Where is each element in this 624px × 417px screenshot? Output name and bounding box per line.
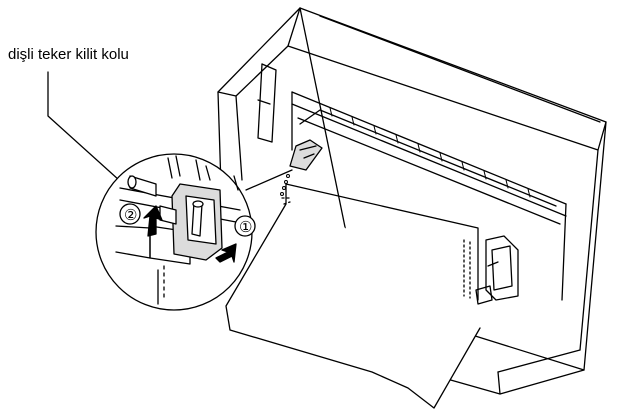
push-arrow-icon — [215, 243, 237, 263]
step-1-label: ① — [239, 219, 252, 236]
callout-label: dişli teker kilit kolu — [8, 46, 129, 63]
detail-content — [115, 155, 241, 305]
paper-sheet — [225, 183, 481, 409]
step-2-marker — [119, 203, 141, 225]
step-2-label: ② — [124, 207, 137, 224]
detail-magnifier — [95, 153, 293, 311]
tractor-pins-left — [280, 174, 290, 196]
right-tractor — [475, 235, 519, 305]
lift-arrow-icon — [143, 205, 163, 237]
platen-area — [257, 63, 567, 301]
step-1-marker — [234, 215, 256, 237]
ribbon-guide — [329, 107, 531, 198]
callout-leader-line — [47, 71, 151, 209]
left-tractor — [289, 139, 323, 171]
